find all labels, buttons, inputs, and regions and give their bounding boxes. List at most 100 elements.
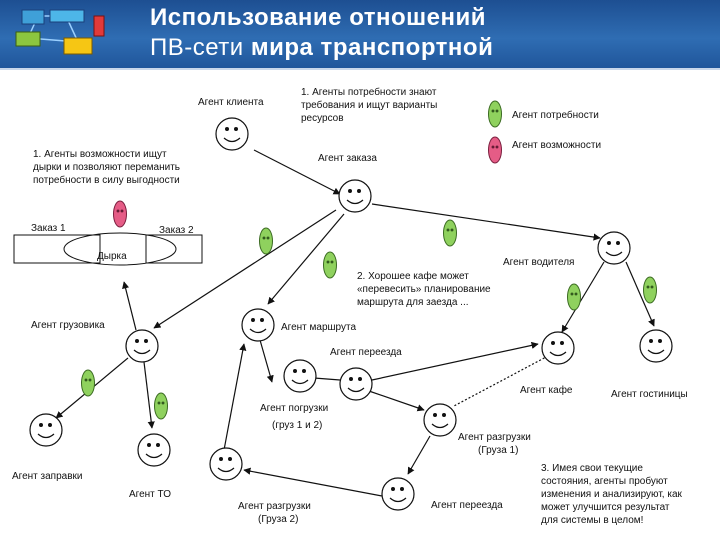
service-agent-face-icon (137, 433, 171, 467)
label-hotel-agent: Агент гостиницы (611, 389, 688, 400)
arrow-truck-hole (122, 281, 137, 331)
arrow-order-truck (153, 209, 337, 329)
note-opportunities: 1. Агенты возможности ищут дырки и позво… (33, 148, 180, 187)
label-unload-2-line-2: (Груза 2) (258, 514, 299, 525)
note-cafe-line-3: маршрута для заезда ... (357, 297, 469, 308)
label-crossing-1-agent: Агент переезда (330, 347, 402, 358)
arrow-order-driver (371, 203, 601, 241)
dotted-cafe-unload1 (453, 355, 549, 407)
label-unload-1-line-2: (Груза 1) (478, 445, 519, 456)
label-service-agent: Агент ТО (129, 489, 171, 500)
driver-agent-face-icon (597, 231, 631, 265)
label-unload-2-agent: Агент разгрузки (Груза 2) (238, 500, 311, 526)
order-1-box (13, 234, 101, 264)
arrow-driver-hotel (625, 261, 655, 327)
network-logo-icon (15, 9, 105, 55)
note-opportunities-line-1: 1. Агенты возможности ищут (33, 149, 167, 160)
opportunity-agents (113, 136, 502, 228)
order-2-box (145, 234, 203, 264)
arrow-crossing2-unload2 (243, 467, 383, 497)
title-bar: Использование отношений ПВ-сети мира тра… (0, 0, 720, 70)
label-order-2: Заказ 2 (159, 225, 194, 236)
loading-agent-face-icon (283, 359, 317, 393)
legend-opportunity-label: Агент возможности (512, 140, 602, 151)
legend-need-label: Агент потребности (512, 110, 599, 121)
client-agent-face-icon (215, 117, 249, 151)
need-agents (81, 100, 657, 420)
need-agent-icon (323, 251, 337, 279)
arrow-route-loading (259, 339, 274, 383)
label-route-agent: Агент маршрута (281, 322, 357, 333)
hotel-agent-face-icon (639, 329, 673, 363)
label-loading-line-2: (груз 1 и 2) (272, 420, 323, 431)
crossing-2-agent-face-icon (381, 477, 415, 511)
title-line-2-part-1: ПВ-сети (150, 34, 251, 61)
label-hole: Дырка (97, 251, 127, 262)
label-loading-agent: Агент погрузки (груз 1 и 2) (260, 402, 328, 432)
cafe-agent-face-icon (541, 331, 575, 365)
label-order-agent: Агент заказа (318, 153, 377, 164)
note-opportunities-line-3: потребности в силу выгодности (33, 175, 180, 186)
label-unload-2-line-1: Агент разгрузки (238, 501, 311, 512)
fuel-agent-face-icon (29, 413, 63, 447)
route-agent-face-icon (241, 308, 275, 342)
label-order-1: Заказ 1 (31, 223, 66, 234)
need-agent-icon (443, 219, 457, 247)
arrow-order-route (267, 213, 345, 305)
note-states: 3. Имея свои текущие состояния, агенты п… (541, 462, 682, 527)
opportunity-agent-icon (113, 200, 127, 228)
note-cafe-line-2: «перевесить» планирование (357, 284, 491, 295)
note-needs: 1. Агенты потребности знают требования и… (301, 86, 437, 125)
unload-2-agent-face-icon (209, 447, 243, 481)
note-states-line-1: 3. Имея свои текущие (541, 463, 643, 474)
need-agent-icon (567, 283, 581, 311)
note-cafe-line-1: 2. Хорошее кафе может (357, 271, 469, 282)
hole-illustration (13, 232, 203, 266)
label-fuel-agent: Агент заправки (12, 471, 83, 482)
need-agent-icon (154, 392, 168, 420)
connections (55, 149, 655, 497)
note-opportunities-line-2: дырки и позволяют переманить (33, 162, 181, 173)
slide-title-line-2: ПВ-сети мира транспортной (150, 34, 493, 62)
label-cafe-agent: Агент кафе (520, 385, 573, 396)
label-crossing-2-agent: Агент переезда (431, 500, 503, 511)
unload-1-agent-face-icon (423, 403, 457, 437)
need-agent-legend-icon (488, 100, 502, 128)
note-needs-line-1: 1. Агенты потребности знают (301, 87, 437, 98)
arrow-driver-cafe (561, 261, 605, 333)
arrow-crossing1-unload1 (365, 389, 425, 412)
need-agent-icon (259, 227, 273, 255)
agent-faces (29, 117, 673, 511)
note-states-line-3: изменения и анализируют, как (541, 489, 682, 500)
arrow-crossing1-cafe (371, 341, 539, 381)
need-agent-icon (81, 369, 95, 397)
label-loading-line-1: Агент погрузки (260, 403, 329, 414)
note-needs-line-2: требования и ищут варианты (301, 100, 438, 111)
arrow-unload2-route (223, 343, 247, 451)
note-states-line-5: для системы в целом! (541, 515, 644, 526)
order-agent-face-icon (338, 179, 372, 213)
label-unload-1-agent: Агент разгрузки (Груза 1) (458, 431, 531, 457)
crossing-1-agent-face-icon (339, 367, 373, 401)
slide-title-line-1: Использование отношений (150, 4, 487, 31)
arrow-unload1-crossing2 (407, 435, 431, 475)
note-states-line-2: состояния, агенты пробуют (541, 476, 668, 487)
hole-ellipse (63, 232, 177, 266)
arrow-client-order (253, 149, 341, 195)
need-agent-icon (643, 276, 657, 304)
note-states-line-4: может улучшится результат (541, 502, 670, 513)
link-loading-crossing1 (313, 377, 341, 381)
note-cafe: 2. Хорошее кафе может «перевесить» плани… (357, 270, 491, 309)
note-needs-line-3: ресурсов (301, 113, 344, 124)
opportunity-agent-legend-icon (488, 136, 502, 164)
header-divider (0, 68, 720, 70)
truck-agent-face-icon (125, 329, 159, 363)
title-line-2-part-2: мира транспортной (250, 34, 494, 61)
label-driver-agent: Агент водителя (503, 257, 575, 268)
label-unload-1-line-1: Агент разгрузки (458, 432, 531, 443)
label-truck-agent: Агент грузовика (31, 320, 105, 331)
label-client-agent: Агент клиента (198, 97, 264, 108)
arrow-truck-service (143, 361, 155, 429)
